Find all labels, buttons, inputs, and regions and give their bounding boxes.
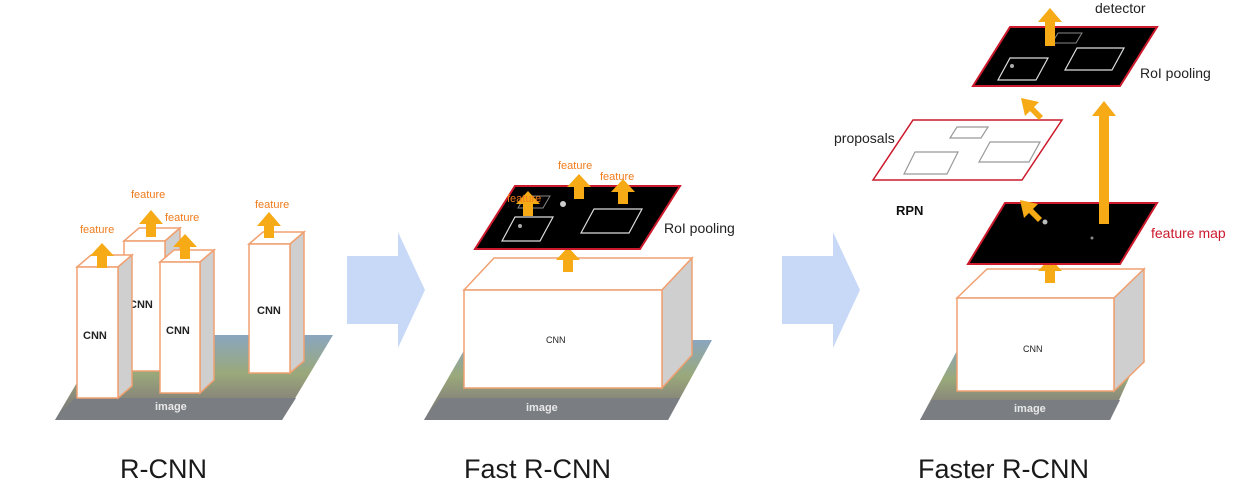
feature-map-plane [966,202,1159,265]
feature-label: feature [255,199,289,211]
caption-rcnn: R-CNN [120,454,207,484]
caption-fast-rcnn: Fast R-CNN [464,454,611,484]
feature-arrow [567,174,591,199]
cnn-box: CNN [955,267,1146,393]
image-label: image [1014,403,1046,415]
svg-text:CNN: CNN [129,299,153,311]
transition-arrow [347,232,425,348]
panel-rcnn: image CNN CNN CNN CNN [55,189,333,484]
rpn-label: RPN [896,203,923,218]
feature-arrow [611,179,635,204]
image-road-strip [424,398,680,420]
svg-text:CNN: CNN [257,305,281,317]
cnn-column: CNN [157,248,217,395]
proposals-label: proposals [834,130,895,146]
feature-label: feature [600,171,634,183]
svg-text:CNN: CNN [546,335,566,345]
panel-faster-rcnn: image CNN feature map proposals RPN [834,0,1226,484]
roi-pooling-plane [971,26,1159,87]
image-label: image [155,401,187,413]
proposals-plane [871,119,1064,181]
feature-label: feature [131,189,165,201]
feature-map-to-roi-arrow [1092,101,1116,224]
feature-label: feature [80,224,114,236]
svg-text:CNN: CNN [166,325,190,337]
detector-arrow [1038,8,1062,46]
feature-map-label: feature map [1151,225,1226,241]
feature-arrow [516,191,540,216]
image-road-strip [920,400,1120,420]
detector-label: detector [1095,0,1146,16]
roi-pooling-label: RoI pooling [664,220,735,236]
panel-fast-rcnn: image CNN feature feature feature RoI po… [424,160,735,484]
proposals-to-roi-arrow [1021,98,1043,120]
cnn-to-feature-map-arrow [1038,258,1062,283]
roi-pooling-label: RoI pooling [1140,65,1211,81]
cnn-box: CNN [462,256,694,390]
feature-label: feature [507,193,541,205]
feature-label: feature [558,160,592,172]
feature-arrow [173,234,197,259]
image-label: image [526,402,558,414]
cnn-to-roi-arrow [556,247,580,272]
feature-arrow [139,210,163,237]
feature-arrow [90,243,114,268]
feature-map-to-proposals-arrow [1020,200,1042,222]
svg-text:CNN: CNN [1023,344,1043,354]
cnn-column: CNN [246,230,307,375]
cnn-column: CNN [74,253,135,400]
caption-faster-rcnn: Faster R-CNN [918,454,1089,484]
image-road-strip [55,398,296,420]
transition-arrow [782,232,860,348]
svg-text:CNN: CNN [83,330,107,342]
feature-arrow [257,212,281,238]
feature-label: feature [165,212,199,224]
